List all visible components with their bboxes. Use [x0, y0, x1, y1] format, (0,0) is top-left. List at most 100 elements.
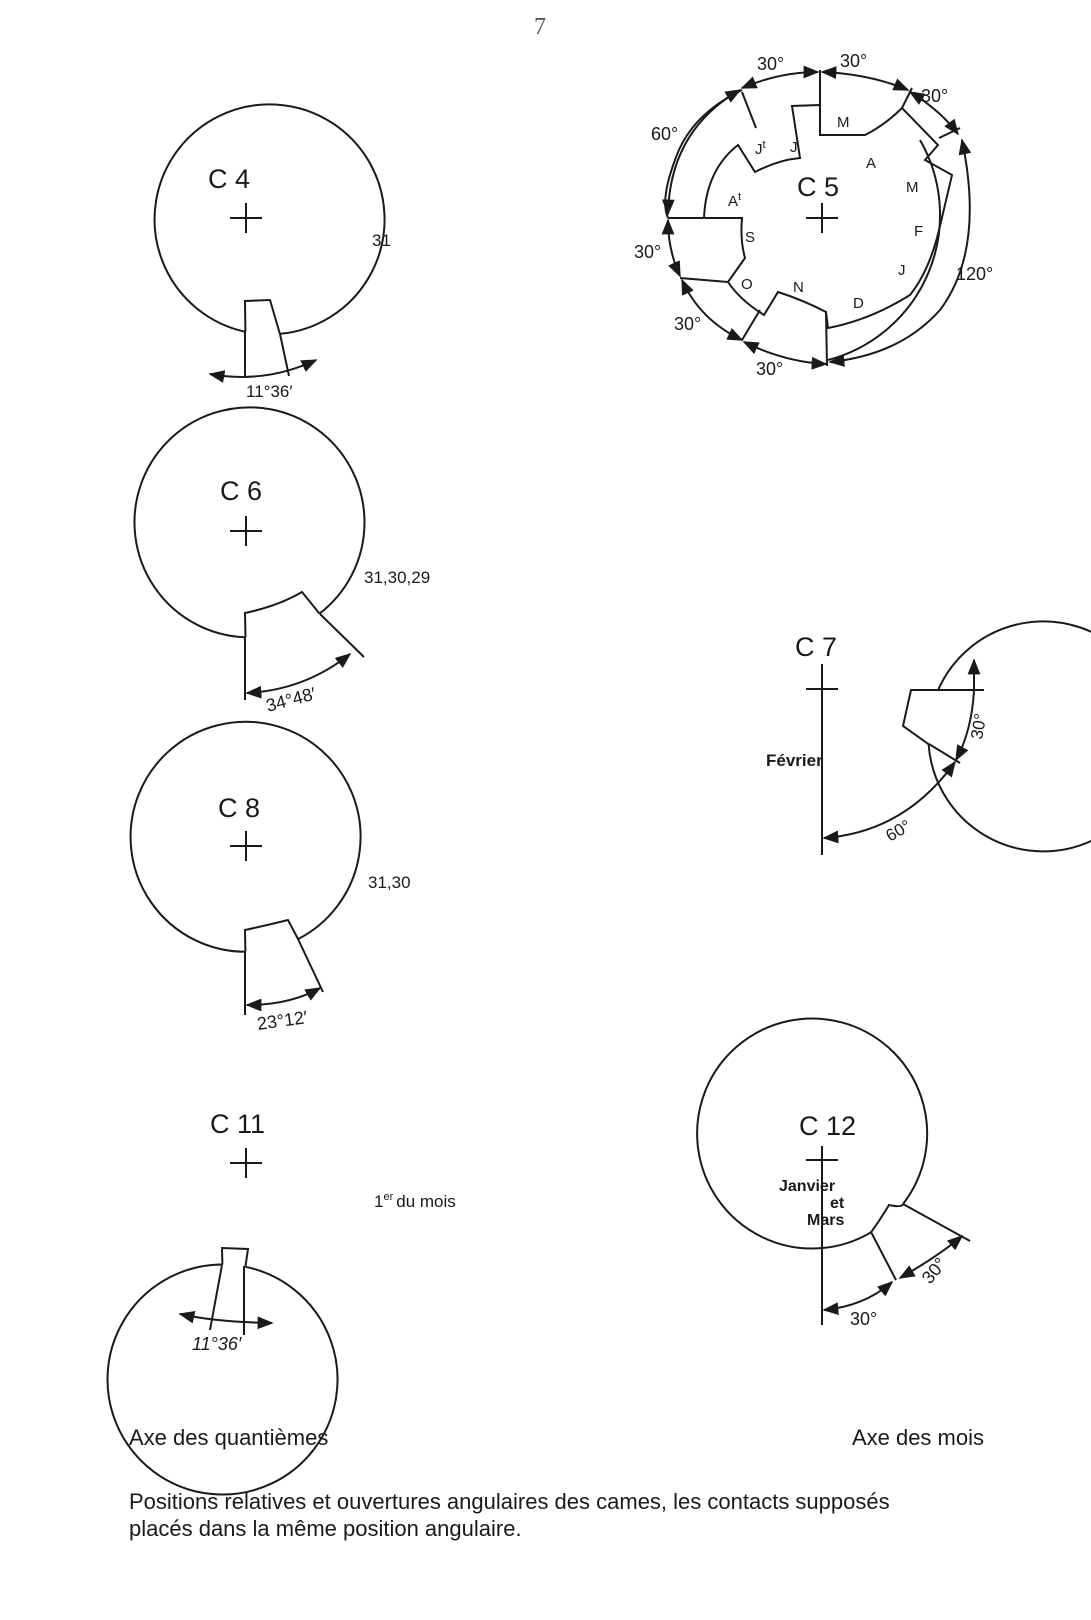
cam-c6-center-mark: [230, 516, 262, 546]
cam-c5-month-oct: O: [741, 276, 753, 293]
cam-c5-month-jun: J: [790, 139, 798, 156]
axis-label-months: Axe des mois: [851, 1425, 984, 1450]
cam-c12-notch: [870, 1203, 905, 1233]
cam-c5-profile: [702, 104, 954, 330]
cam-c5-angle-upper-right: 30°: [921, 86, 948, 106]
cam-c5-month-jul-sup: t: [763, 139, 766, 151]
cam-c4-ext-lines: [244, 331, 290, 378]
cam-c12-ext-lines: [870, 1203, 971, 1281]
cam-c11-angle: 11°36′: [192, 1334, 242, 1354]
cam-c8-outline: [129, 720, 362, 953]
cam-c5-month-letters: J F M A M J Jt At S O N D: [728, 114, 923, 312]
cam-c5-arrow-right: [828, 138, 972, 367]
cam-c7-month: Février: [766, 751, 823, 770]
cam-c12-month-3: Mars: [807, 1212, 844, 1229]
cam-c11-outline: [106, 1263, 339, 1496]
cam-c5-month-mar: M: [906, 179, 919, 196]
cam-c12-month-1: Janvier: [779, 1178, 835, 1195]
cam-c5-angle-top-right: 30°: [840, 51, 867, 71]
cam-c4-side-note: 31: [372, 231, 391, 250]
cam-c7-angle-a: 30°: [967, 712, 990, 741]
cam-c12-angle-b: 30°: [850, 1309, 877, 1329]
cam-c8-side-note: 31,30: [368, 873, 411, 892]
cam-c11-side-note-sup: er: [383, 1191, 393, 1203]
cam-c11-label: C 11: [210, 1109, 265, 1139]
cam-c7-angle-arrow-b: [822, 760, 956, 844]
cam-c8-angle-arrow: [245, 987, 322, 1012]
cam-c4-center-mark: [230, 203, 262, 233]
cam-c5-arrow-left-mid: [661, 218, 681, 278]
cam-c5-angle-left-upper: 60°: [651, 124, 678, 144]
cam-c7-notch: [901, 689, 939, 746]
cam-c7-center-mark: [806, 674, 838, 704]
cam-c8-center-mark: [230, 831, 262, 861]
axis-label-days: Axe des quantièmes: [129, 1425, 329, 1450]
cam-c6-angle-arrow: [245, 653, 352, 699]
cam-c5-month-feb: F: [914, 223, 923, 240]
cam-c4-angle-arrow: [208, 359, 318, 383]
cam-c5-angle-right: 120°: [956, 264, 993, 284]
cam-c6-notch: [243, 590, 321, 638]
cam-c6-label: C 6: [220, 476, 262, 506]
cam-c5-angle-top-left: 30°: [757, 54, 784, 74]
cam-c8: C 8 31,30 23°12′: [129, 720, 411, 1034]
cam-c5-month-aug-letter: A: [728, 193, 738, 210]
cam-c6: C 6 31,30,29 34°48′: [133, 406, 430, 716]
cam-c5-arrow-left-upper: [661, 89, 742, 216]
cam-c5-month-apr: A: [866, 155, 876, 172]
cam-c5-angle-bottom: 30°: [756, 359, 783, 379]
cam-c6-side-note: 31,30,29: [364, 568, 430, 587]
cam-c4: C 4 31 11°36′: [153, 103, 391, 401]
cam-c5-center-mark: [806, 203, 838, 233]
cam-c12-month-2: et: [830, 1195, 845, 1212]
cam-c12-label: C 12: [799, 1111, 856, 1141]
figure-caption: Positions relatives et ouvertures angula…: [129, 1488, 989, 1542]
cam-c5-arrow-left-lower: [681, 278, 744, 341]
cam-c11-center-mark: [230, 1148, 262, 1178]
cam-c5-angle-left-mid: 30°: [634, 242, 661, 262]
cam-c12-center-mark: [806, 1146, 838, 1174]
cam-c7-outline: [927, 620, 1091, 853]
cam-c8-label: C 8: [218, 793, 260, 823]
cam-c5-month-jul-letter: J: [755, 141, 763, 158]
cam-c7-angle-arrow-a: [956, 660, 974, 760]
cam-c5-month-jul: Jt: [755, 139, 766, 158]
cam-c4-notch: [243, 298, 281, 335]
cam-c5-month-dec: D: [853, 295, 864, 312]
cam-c12-outline: [696, 1017, 929, 1250]
caption-line-2: placés dans la même position angulaire.: [129, 1516, 522, 1541]
cam-c8-angle: 23°12′: [256, 1007, 310, 1034]
cam-c5-arrow-upper-right: [908, 91, 959, 136]
cam-c8-notch: [243, 918, 299, 952]
cam-c11-angle-arrow: [178, 1310, 274, 1330]
cam-c12: C 12 Janvier et Mars 30° 30°: [696, 1017, 971, 1329]
cam-c12-angle-arrow-b: [822, 1280, 894, 1315]
cam-c5-angle-left-lower: 30°: [674, 314, 701, 334]
cam-c11-notch: [220, 1246, 250, 1267]
cam-c6-ext-lines: [244, 613, 365, 700]
cam-c5: C 5 J F M A M J Jt At S O N D 30° 30° 30…: [634, 51, 993, 379]
cam-c5-arrow-bottom: [742, 341, 828, 370]
cam-c5-arrow-top-right: [820, 66, 910, 91]
cam-c5-label: C 5: [797, 172, 839, 202]
cam-c4-outline: [153, 103, 386, 335]
cam-c5-month-nov: N: [793, 279, 804, 296]
cam-c5-angle-labels: 30° 30° 30° 120° 60° 30° 30° 30°: [634, 51, 993, 379]
cam-c11-ext-lines: [209, 1264, 245, 1335]
cam-c6-angle: 34°48′: [264, 683, 319, 716]
cam-c4-label: C 4: [208, 164, 250, 194]
cam-c5-month-sep: S: [745, 229, 755, 246]
cam-c5-month-aug-sup: t: [738, 191, 741, 203]
cam-c8-ext-lines: [244, 938, 324, 1015]
cam-c6-outline: [133, 406, 366, 639]
cam-c12-angle-a: 30°: [918, 1254, 951, 1288]
cam-c7: C 7 Février 30° 60°: [766, 620, 1091, 855]
cam-c5-arrow-top-left: [740, 65, 820, 89]
page-number: 7: [534, 14, 546, 40]
cam-c11-side-note-post: du mois: [396, 1192, 456, 1211]
cam-c12-angle-arrow-a: [898, 1234, 964, 1279]
